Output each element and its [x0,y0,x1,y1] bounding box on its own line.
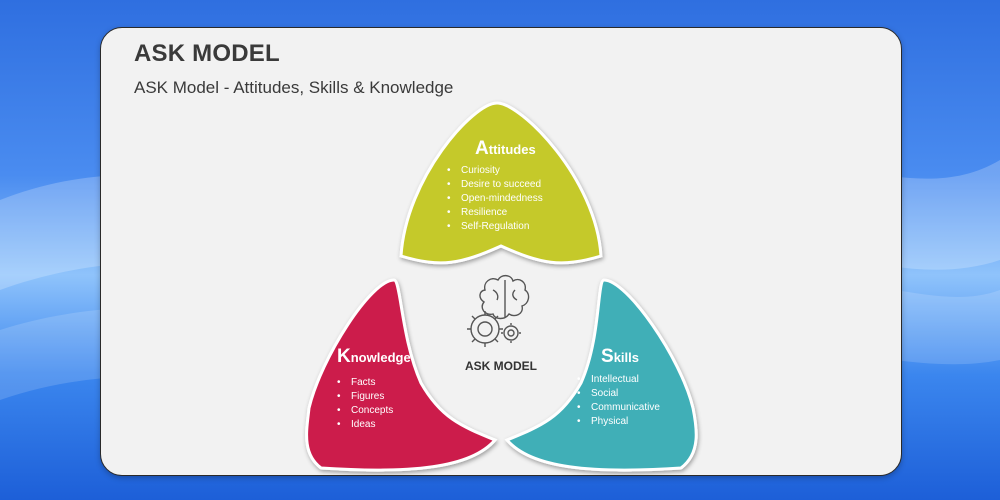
knowledge-list: Facts Figures Concepts Ideas [337,376,393,432]
list-item: Desire to succeed [447,178,543,192]
slide-card: ASK MODEL ASK Model - Attitudes, Skills … [100,27,902,476]
list-item: Figures [337,390,393,404]
brain-gear-icon [467,274,530,347]
page-subtitle: ASK Model - Attitudes, Skills & Knowledg… [134,78,454,97]
list-item: Self-Regulation [447,220,543,234]
list-item: Communicative [577,401,660,415]
list-item: Concepts [337,404,393,418]
list-item: Open-mindedness [447,192,543,206]
attitudes-heading: Attitudes [475,138,536,159]
attitudes-list: Curiosity Desire to succeed Open-mindedn… [447,164,543,234]
knowledge-heading: Knowledge [337,346,411,367]
list-item: Physical [577,415,660,429]
list-item: Social [577,387,660,401]
list-item: Resilience [447,206,543,220]
list-item: Facts [337,376,393,390]
page-title: ASK MODEL [134,40,280,67]
skills-heading: Skills [601,346,639,367]
list-item: Intellectual [577,373,660,387]
center-label: ASK MODEL [465,359,537,373]
knowledge-petal [305,278,498,472]
list-item: Ideas [337,418,393,432]
list-item: Curiosity [447,164,543,178]
skills-list: Intellectual Social Communicative Physic… [577,373,660,429]
ask-diagram [305,101,698,472]
